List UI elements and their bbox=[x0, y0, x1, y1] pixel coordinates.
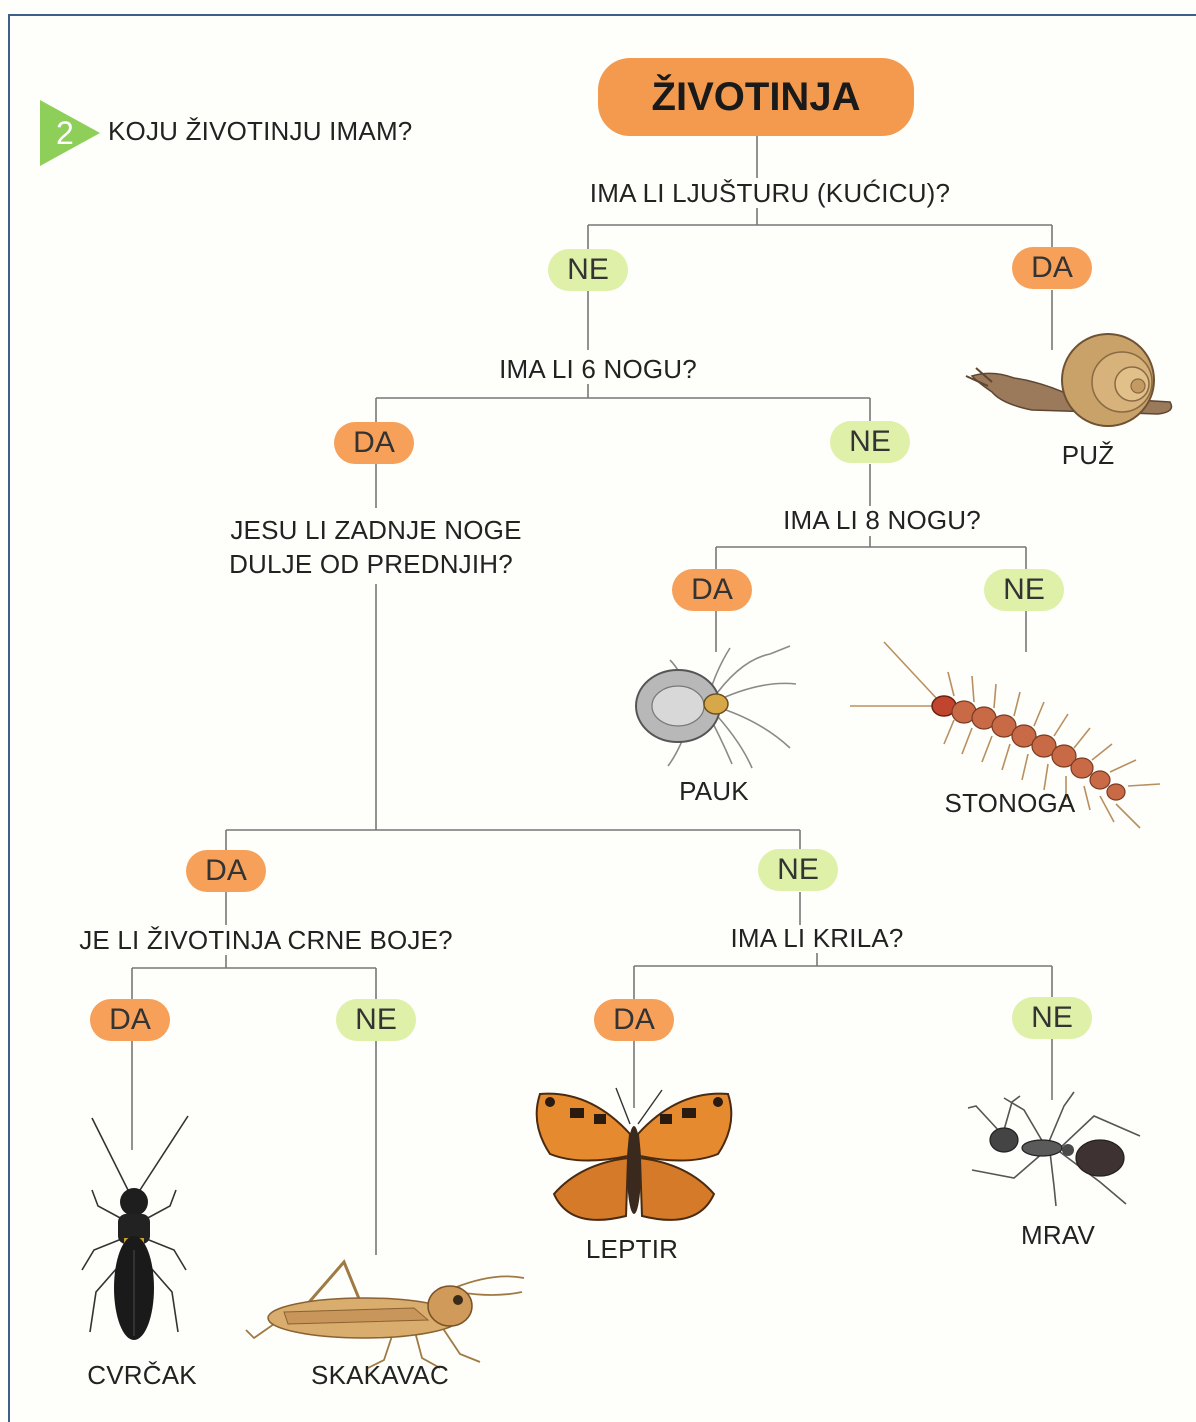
answer-wings-no: NE bbox=[1012, 997, 1092, 1039]
animal-name-grasshopper: SKAKAVAC bbox=[311, 1360, 449, 1391]
connector-shell bbox=[588, 208, 1052, 250]
question-hind-legs-line1: JESU LI ZADNJE NOGE bbox=[230, 513, 521, 547]
connector-eight-legs bbox=[716, 536, 1026, 570]
animal-name-snail: PUŽ bbox=[1062, 440, 1115, 471]
question-shell: IMA LI LJUŠTURU (KUĆICU)? bbox=[590, 176, 950, 210]
animal-name-butterfly: LEPTIR bbox=[586, 1234, 678, 1265]
connector-wings bbox=[634, 953, 1052, 1000]
answer-wings-yes: DA bbox=[594, 999, 674, 1041]
question-wings: IMA LI KRILA? bbox=[730, 921, 903, 955]
root-node: ŽIVOTINJA bbox=[598, 58, 914, 136]
connector-black bbox=[132, 955, 376, 1000]
answer-eight-yes: DA bbox=[672, 569, 752, 611]
question-six-legs: IMA LI 6 NOGU? bbox=[499, 352, 697, 386]
question-hind-legs-line2: DULJE OD PREDNJIH? bbox=[229, 547, 513, 581]
answer-eight-no: NE bbox=[984, 569, 1064, 611]
spider-icon bbox=[620, 640, 810, 770]
animal-name-cricket: CVRČAK bbox=[87, 1360, 197, 1391]
cricket-icon bbox=[72, 1110, 202, 1350]
answer-hind-yes: DA bbox=[186, 850, 266, 892]
exercise-number-badge: 2 bbox=[40, 100, 100, 166]
animal-name-centipede: STONOGA bbox=[945, 788, 1076, 819]
snail-icon bbox=[962, 330, 1188, 430]
answer-shell-no: NE bbox=[548, 249, 628, 291]
answer-six-yes: DA bbox=[334, 422, 414, 464]
answer-hind-no: NE bbox=[758, 849, 838, 891]
exercise-title: KOJU ŽIVOTINJU IMAM? bbox=[108, 116, 412, 147]
grasshopper-icon bbox=[244, 1258, 528, 1374]
animal-name-spider: PAUK bbox=[679, 776, 749, 807]
question-eight-legs: IMA LI 8 NOGU? bbox=[783, 503, 981, 537]
answer-shell-yes: DA bbox=[1012, 247, 1092, 289]
butterfly-icon bbox=[530, 1084, 738, 1230]
connector-six-legs bbox=[376, 384, 870, 422]
answer-black-yes: DA bbox=[90, 999, 170, 1041]
answer-six-no: NE bbox=[830, 421, 910, 463]
answer-black-no: NE bbox=[336, 999, 416, 1041]
ant-icon bbox=[964, 1086, 1150, 1210]
question-black: JE LI ŽIVOTINJA CRNE BOJE? bbox=[79, 923, 453, 957]
exercise-number: 2 bbox=[56, 115, 74, 151]
animal-name-ant: MRAV bbox=[1021, 1220, 1095, 1251]
